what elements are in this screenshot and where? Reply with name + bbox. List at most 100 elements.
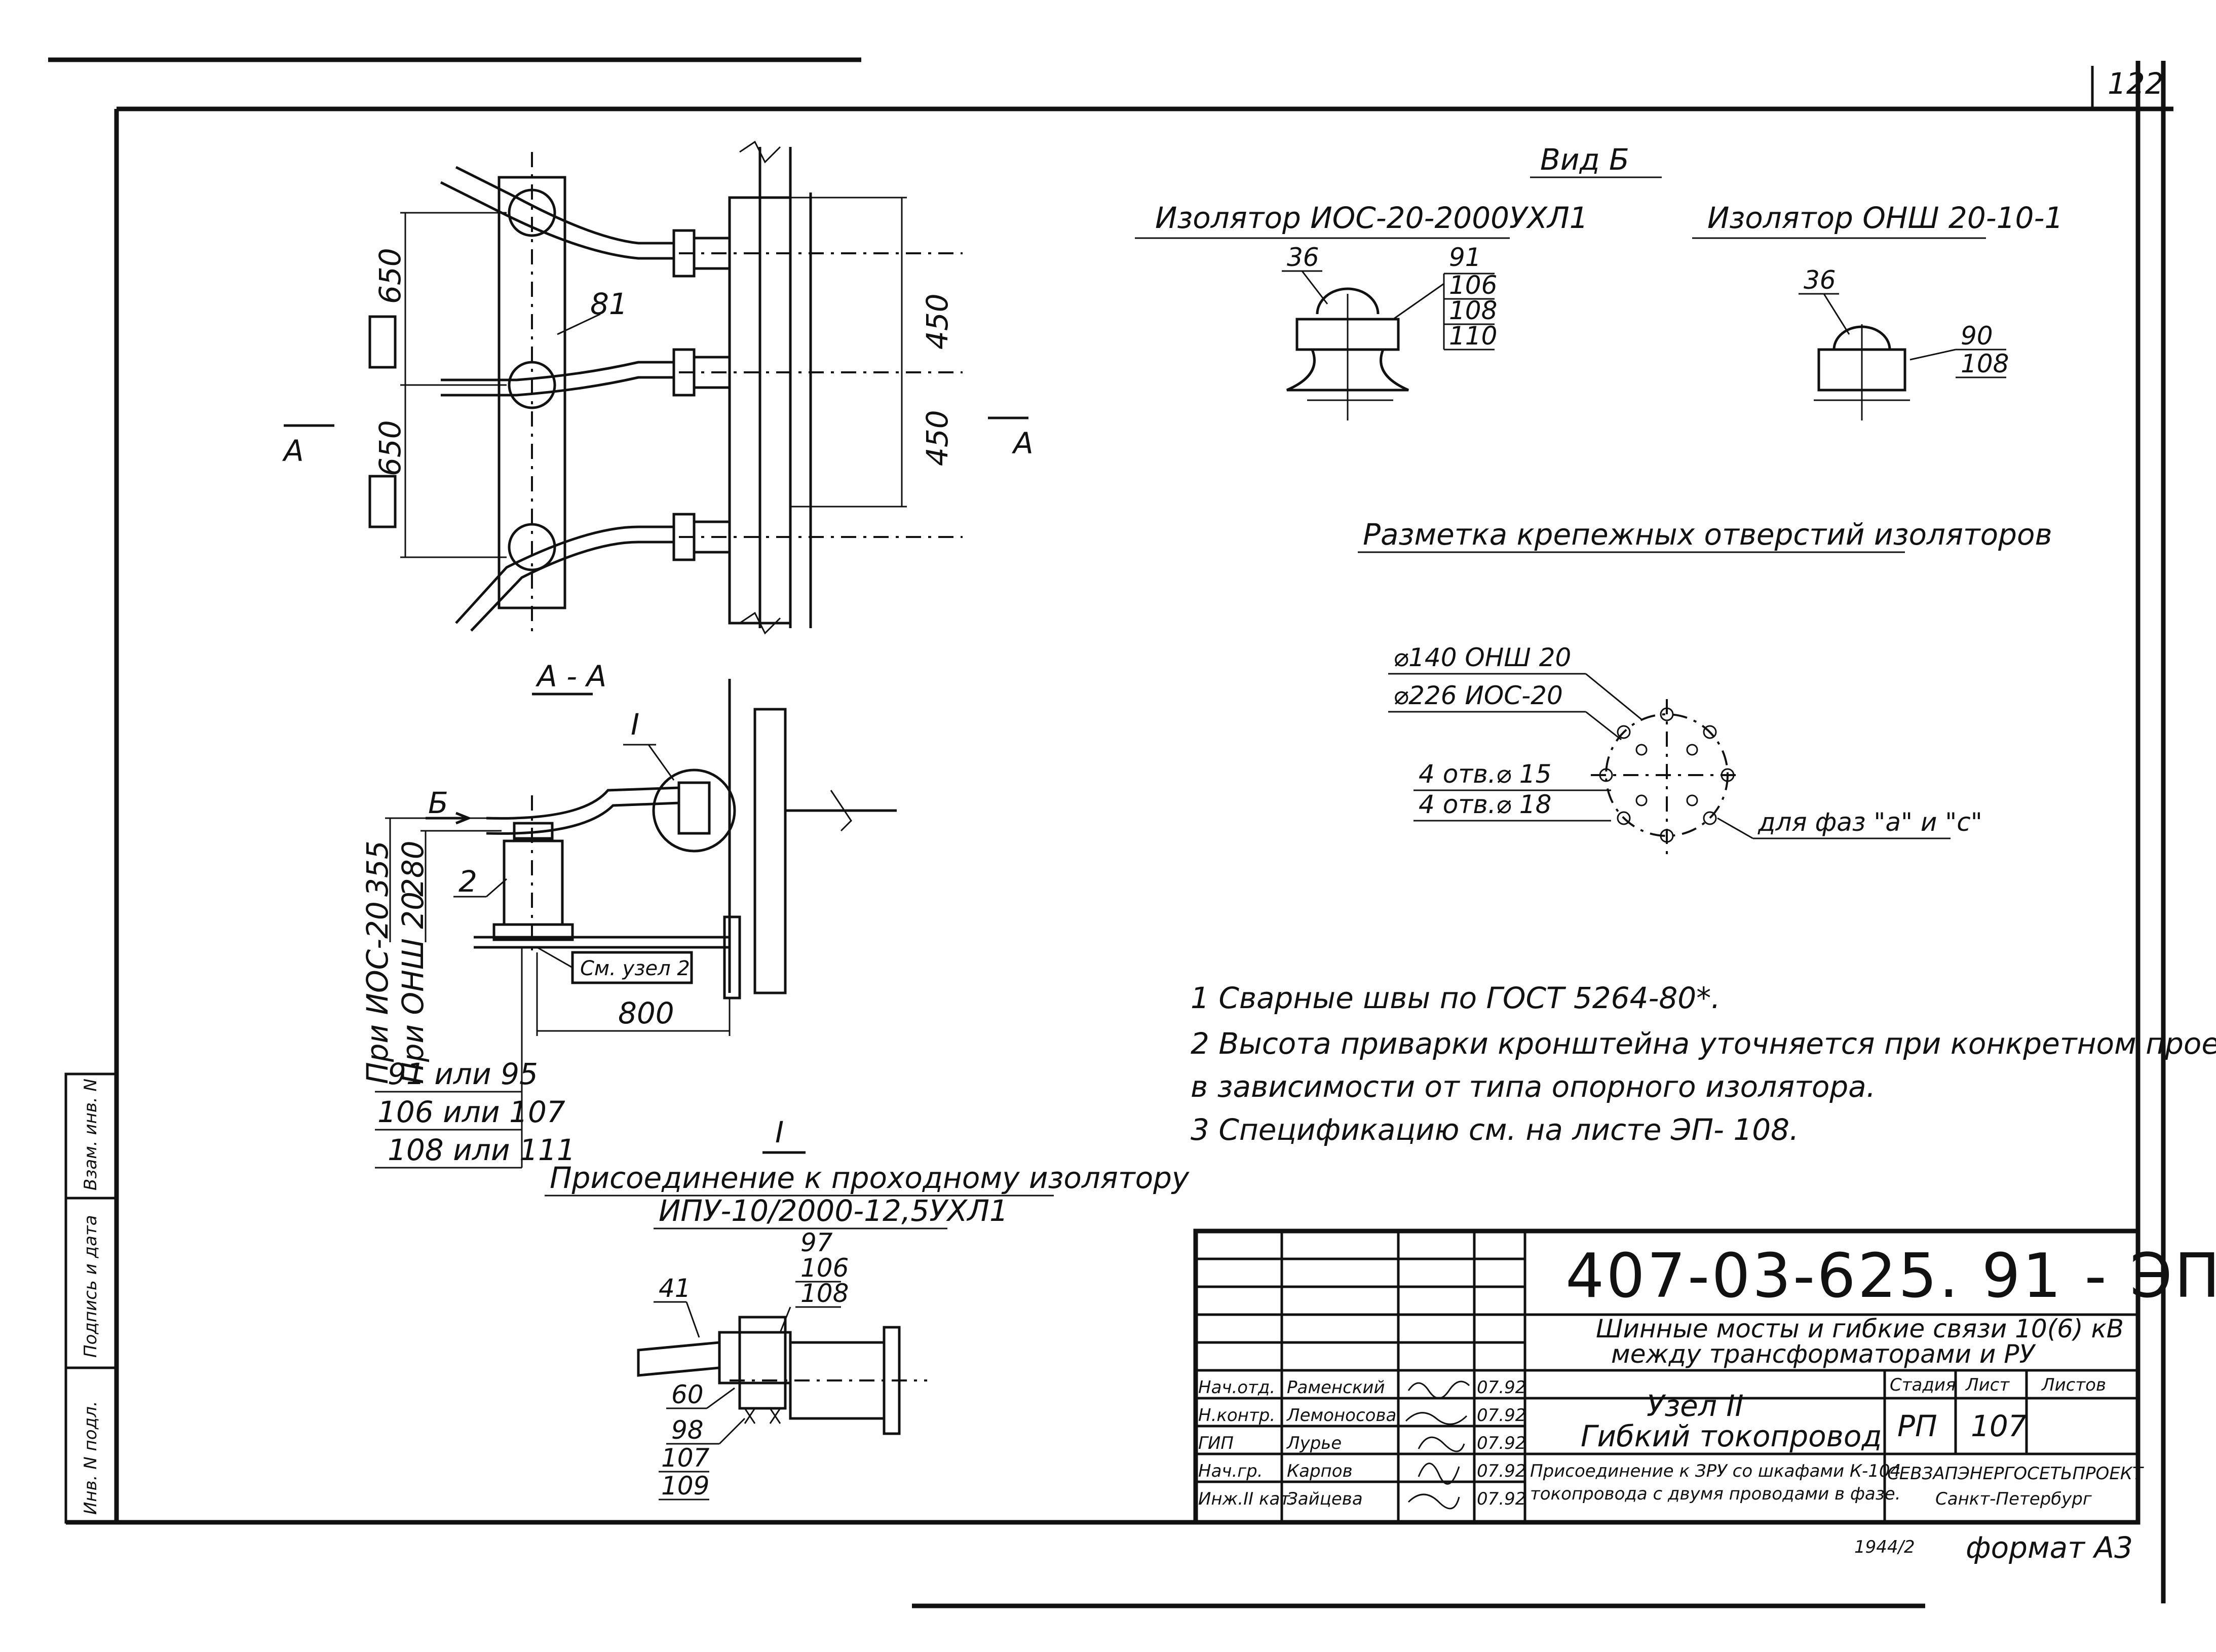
tb-role-5: Инж.II кат. [1198, 1489, 1295, 1509]
sheets-header: Листов [2041, 1375, 2106, 1395]
dim-280: 280 [396, 840, 430, 897]
tb-date-2: 07.92 [1477, 1405, 1526, 1426]
detail-ref: См. узел 2 [580, 957, 690, 980]
aa-label-2: 106 или 107 [377, 1095, 565, 1129]
node-title-1: Узел II [1647, 1389, 1744, 1423]
tb-date-3: 07.92 [1477, 1433, 1526, 1453]
view-b-mark: Б [428, 786, 448, 820]
insulator-2-title: Изолятор ОНШ 20-10-1 [1707, 201, 2063, 235]
main-plan-view: 650 650 450 450 81 А А [282, 140, 1034, 635]
section-mark-right: А [1011, 426, 1034, 460]
copy-number: 1944/2 [1854, 1537, 1915, 1557]
tb-role-2: Н.контр. [1198, 1405, 1275, 1426]
detail-label-41: 41 [659, 1274, 691, 1303]
insulator-2-label-90: 90 [1961, 321, 1993, 351]
marking-d226: ⌀226 ИОС-20 [1393, 681, 1563, 710]
detail-label-109: 109 [661, 1471, 709, 1501]
stage-header: Стадия [1890, 1375, 1956, 1395]
label-ios-20: При ИОС-20 [360, 901, 395, 1084]
detail-i-mark: I [775, 1115, 784, 1149]
tb-date-4: 07.92 [1477, 1461, 1526, 1481]
callout-2: 2 [459, 864, 477, 899]
doc-title-1: Шинные мосты и гибкие связи 10(6) кВ [1596, 1314, 2124, 1343]
page-number: 122 [2108, 66, 2164, 101]
detail-label-60: 60 [671, 1380, 704, 1409]
stage-value: РП [1897, 1409, 1937, 1443]
insulator-2-left-label: 36 [1804, 265, 1836, 295]
side-stamp-replace: Взам. инв. N [81, 1079, 101, 1190]
node-desc-1: Присоединение к ЗРУ со шкафами К-104 [1530, 1461, 1901, 1481]
dim-450-bottom: 450 [920, 410, 954, 466]
marking-holes-18: 4 отв.⌀ 18 [1419, 790, 1551, 819]
tb-role-3: ГИП [1198, 1433, 1234, 1453]
sheet-value: 107 [1971, 1409, 2027, 1443]
insulator-1-label-91: 91 [1449, 243, 1481, 272]
signature-3 [1418, 1436, 1465, 1452]
detail-label-107: 107 [661, 1443, 710, 1473]
dim-650-bottom: 650 [373, 420, 407, 476]
insulator-1-label-110: 110 [1449, 321, 1497, 351]
section-aa-title: А - А [535, 659, 606, 694]
format-label: формат А3 [1966, 1530, 2133, 1565]
sheet-header: Лист [1965, 1375, 2010, 1395]
tb-name-5: Зайцева [1287, 1489, 1363, 1509]
signature-2 [1405, 1412, 1468, 1425]
aa-label-3: 108 или 111 [388, 1133, 576, 1167]
dim-800: 800 [618, 996, 674, 1030]
detail-label-106: 106 [800, 1253, 849, 1283]
note-2: 2 Высота приварки кронштейна уточняется … [1191, 1026, 2216, 1061]
insulator-2-label-108: 108 [1961, 349, 2009, 378]
node-title-2: Гибкий токопровод [1581, 1419, 1882, 1453]
aa-label-1: 91 или 95 [388, 1057, 538, 1091]
tb-role-1: Нач.отд. [1198, 1377, 1275, 1398]
detail-i-title: Присоединение к проходному изолятору [550, 1161, 1190, 1195]
dim-650-top: 650 [373, 248, 407, 304]
node-mark-i: I [631, 707, 639, 742]
insulator-1-label-106: 106 [1449, 271, 1497, 300]
tb-name-1: Раменский [1287, 1377, 1385, 1398]
detail-i-subtitle: ИПУ-10/2000-12,5УХЛ1 [659, 1194, 1008, 1228]
detail-label-97: 97 [800, 1228, 833, 1257]
tb-role-4: Нач.гр. [1198, 1461, 1263, 1481]
detail-label-98: 98 [671, 1415, 704, 1445]
tb-date-5: 07.92 [1477, 1489, 1526, 1509]
title-block: Нач.отд. Раменский 07.92 Н.контр. Лемоно… [1193, 1228, 2216, 1525]
insulator-1-left-label: 36 [1287, 243, 1319, 272]
side-stamp-sign: Подпись и дата [81, 1215, 101, 1358]
dim-450-top: 450 [920, 293, 954, 350]
detail-label-108: 108 [800, 1279, 849, 1308]
markings-title: Разметка крепежных отверстий изоляторов [1363, 517, 2052, 552]
doc-title-2: между трансформаторами и РУ [1611, 1339, 2036, 1369]
detail-i: I Присоединение к проходному изолятору И… [545, 1115, 1190, 1501]
tb-name-4: Карпов [1287, 1461, 1353, 1481]
section-a-a: А - А I Б 2 35 [360, 659, 897, 1169]
marking-d140: ⌀140 ОНШ 20 [1393, 643, 1571, 672]
notes: 1 Сварные швы по ГОСТ 5264-80*. 2 Высота… [1191, 981, 2216, 1147]
signature-1 [1407, 1380, 1470, 1399]
org-city: Санкт-Петербург [1935, 1489, 2092, 1509]
doc-code: 407-03-625. 91 - ЭП [1565, 1241, 2216, 1312]
signature-5 [1407, 1493, 1460, 1510]
side-stamp-inv: Инв. N подл. [81, 1401, 101, 1515]
note-2-cont: в зависимости от типа опорного изолятора… [1191, 1069, 1876, 1104]
label-onsh-20: При ОНШ 20 [396, 892, 430, 1084]
callout-81: 81 [590, 287, 628, 321]
view-b-title: Вид Б [1540, 142, 1629, 177]
insulator-1-title: Изолятор ИОС-20-2000УХЛ1 [1155, 201, 1588, 235]
side-stamp: Взам. инв. N Подпись и дата Инв. N подл. [64, 1072, 118, 1524]
insulator-1-label-108: 108 [1449, 296, 1497, 325]
note-3: 3 Спецификацию см. на листе ЭП- 108. [1191, 1112, 1799, 1147]
tb-name-2: Лемоносова [1286, 1405, 1396, 1426]
dim-355: 355 [360, 840, 395, 897]
view-b: Вид Б Изолятор ИОС-20-2000УХЛ1 36 91 106… [1135, 142, 2063, 420]
marking-holes-15: 4 отв.⌀ 15 [1419, 759, 1551, 789]
note-1: 1 Сварные швы по ГОСТ 5264-80*. [1191, 981, 1721, 1015]
node-desc-2: токопровода с двумя проводами в фазе. [1530, 1484, 1901, 1504]
tb-date-1: 07.92 [1477, 1377, 1526, 1398]
tb-name-3: Лурье [1286, 1433, 1342, 1453]
marking-phase-note: для фаз "а" и "с" [1757, 808, 1982, 837]
hole-markings: Разметка крепежных отверстий изоляторов … [1358, 517, 2052, 856]
signature-4 [1418, 1463, 1460, 1485]
